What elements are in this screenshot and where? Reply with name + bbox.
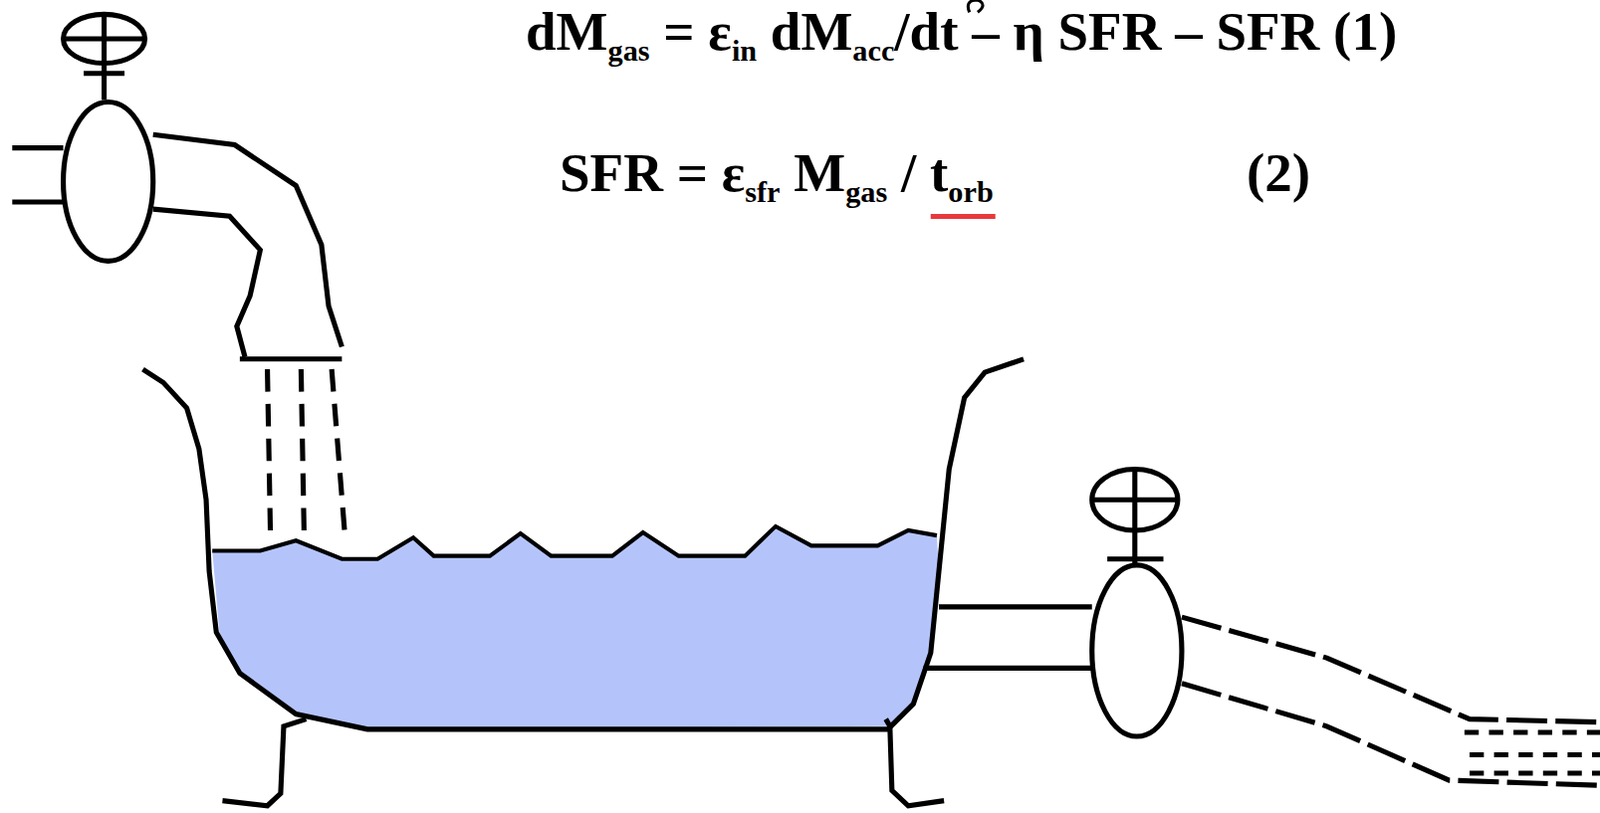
equation-text: = ε	[663, 0, 732, 62]
equation-text: /dt – η SFR – SFR (1)	[894, 0, 1397, 62]
subscript: acc	[852, 33, 895, 68]
outflow	[1464, 732, 1600, 774]
tub-leg	[886, 719, 944, 807]
equation-text: / t	[901, 142, 948, 204]
faucet-handle	[63, 11, 146, 100]
subscript: gas	[608, 33, 651, 68]
equation-text: M	[793, 142, 846, 204]
red-underline	[930, 214, 996, 220]
water-stream	[267, 369, 346, 536]
equation-line: (2)	[1246, 145, 1311, 201]
subscript: gas	[845, 175, 888, 210]
equation-line: SFR = εsfr Mgas / torb	[559, 145, 994, 208]
valve-handle	[1092, 469, 1178, 567]
faucet-body	[63, 102, 154, 262]
tub-outline	[143, 359, 1025, 730]
equation-text: (2)	[1246, 142, 1311, 204]
equation-text: dM	[525, 0, 609, 62]
equation-line: dMgas= εindMacc/dt – η SFR – SFR (1)	[525, 3, 1397, 66]
outlet-pipe	[1181, 617, 1600, 786]
faucet-spout	[153, 134, 343, 347]
subscript: orb	[947, 175, 993, 210]
faucet-spout	[153, 209, 261, 358]
water-surface	[212, 526, 937, 560]
subscript: in	[731, 33, 757, 68]
tub-leg	[222, 719, 306, 807]
subscript: sfr	[744, 175, 780, 210]
equation-text: dM	[770, 0, 854, 62]
valve-body	[1092, 565, 1182, 737]
water	[212, 526, 939, 730]
equation-text: SFR = ε	[559, 142, 745, 204]
